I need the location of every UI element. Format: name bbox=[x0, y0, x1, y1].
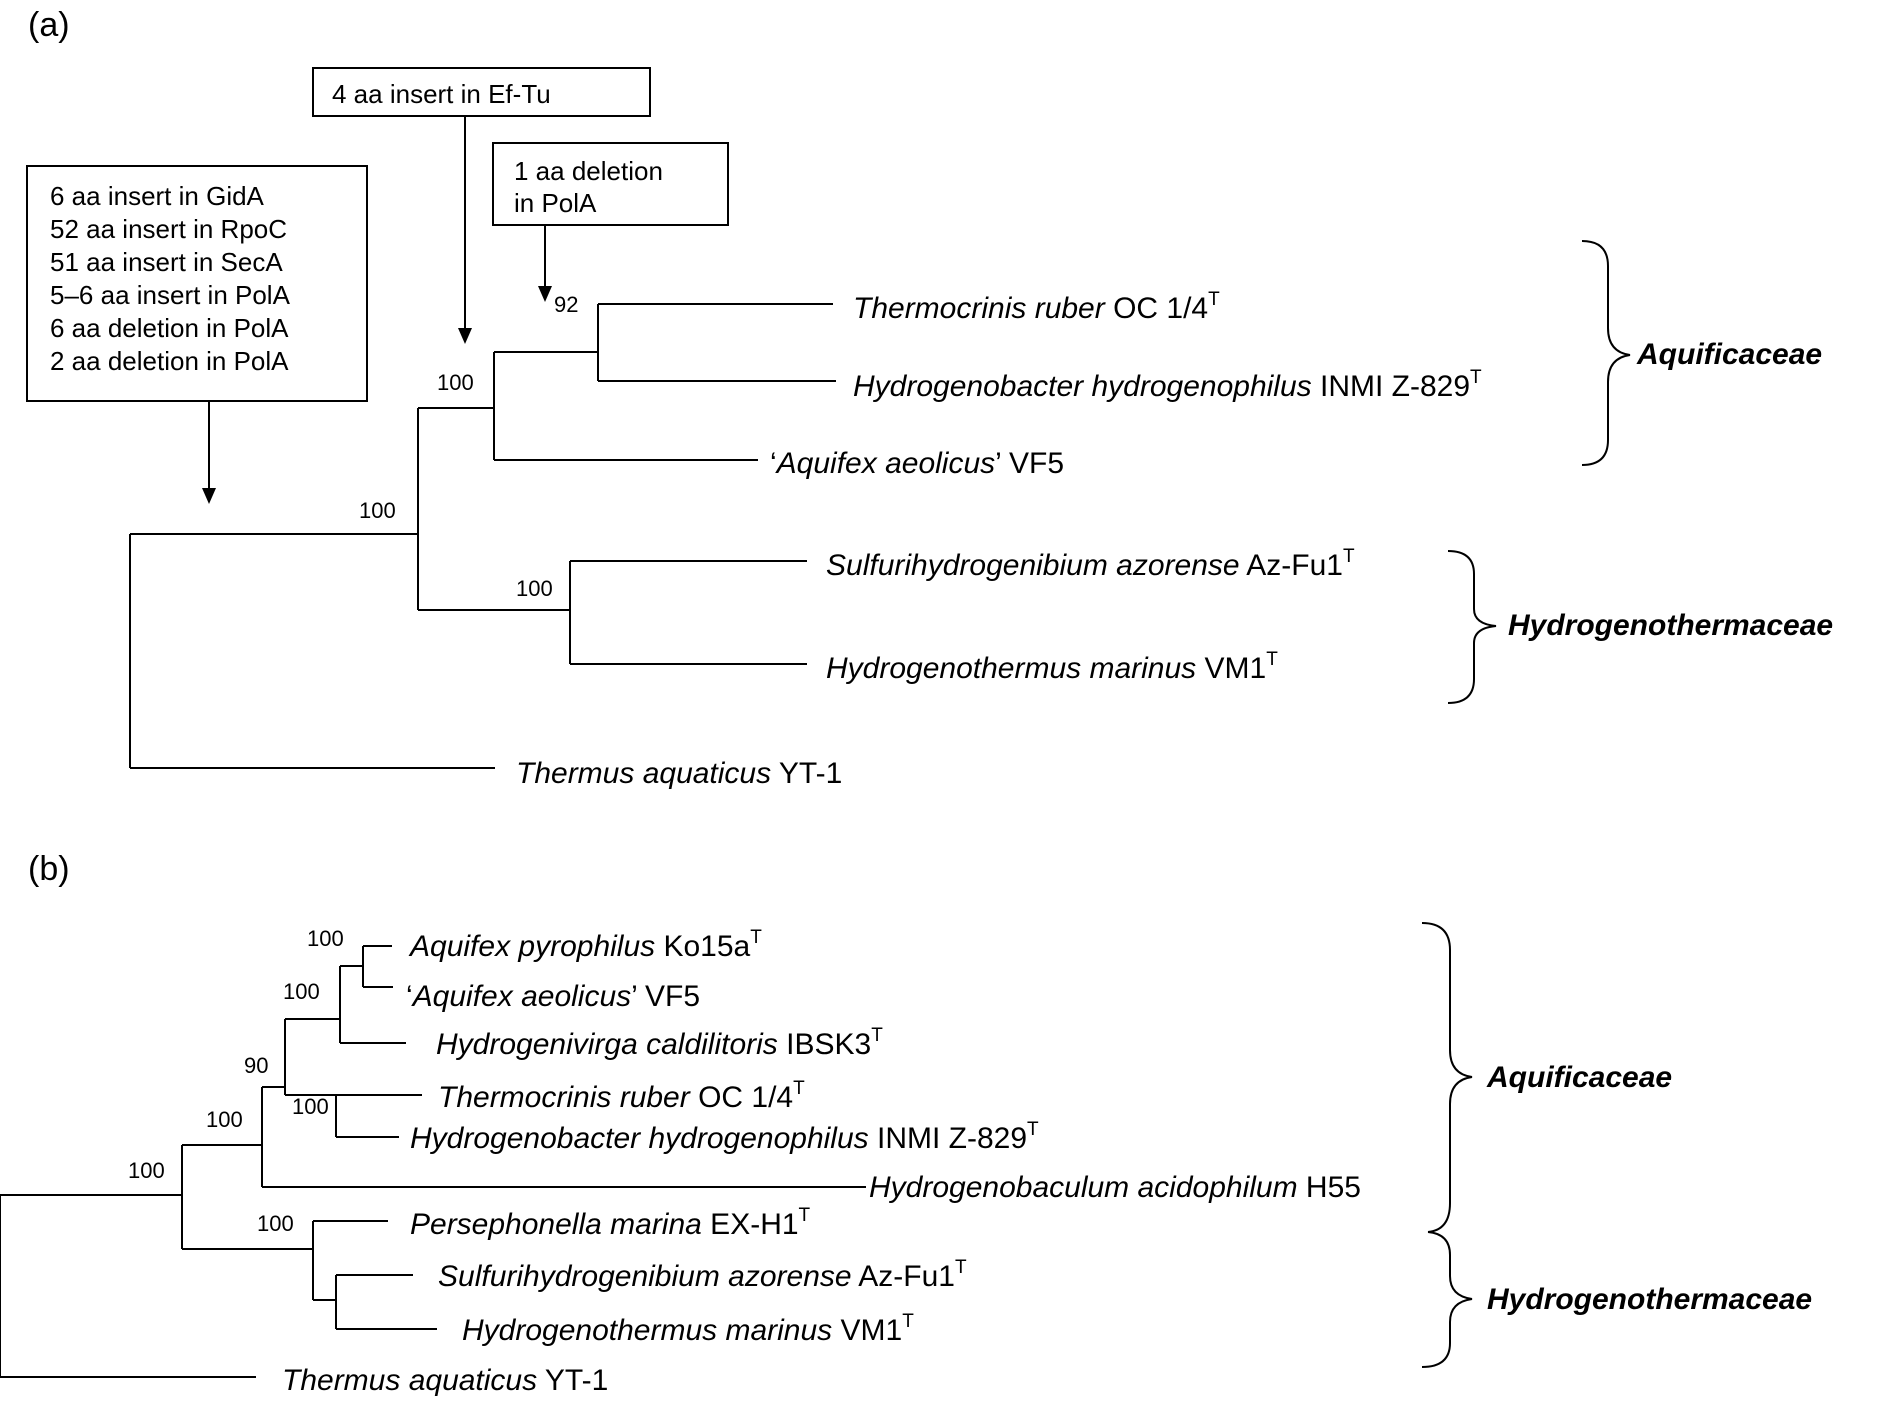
bootstrap-a-root: 100 bbox=[359, 498, 396, 523]
bootstrap-b-thermocrinis-pair: 100 bbox=[292, 1094, 329, 1119]
bootstrap-b-aquifex-clade: 100 bbox=[283, 979, 320, 1004]
bootstrap-a-92: 92 bbox=[554, 292, 578, 317]
bootstrap-a-aquificaceae: 100 bbox=[437, 370, 474, 395]
brace-a-hydrogenothermaceae bbox=[1447, 550, 1497, 704]
taxon-b-persephonella-marina: Persephonella marina EX-H1T bbox=[410, 1205, 811, 1241]
panel-b-label: (b) bbox=[28, 850, 70, 888]
tree-b-branches bbox=[0, 945, 866, 1378]
box-multi-line-1: 6 aa insert in GidA bbox=[50, 181, 265, 211]
taxon-b-hydrogenobaculum-acidophilum: Hydrogenobaculum acidophilum H55 bbox=[869, 1171, 1361, 1204]
taxon-b-thermocrinis-ruber: Thermocrinis ruber OC 1/4T bbox=[438, 1078, 805, 1114]
taxon-b-thermus-aquaticus: Thermus aquaticus YT-1 bbox=[282, 1364, 608, 1397]
bootstrap-b-aquificaceae: 100 bbox=[206, 1107, 243, 1132]
arrow-ef-tu bbox=[458, 116, 472, 344]
bootstrap-b-90: 90 bbox=[244, 1053, 268, 1078]
bootstrap-a-hydrogenothermaceae: 100 bbox=[516, 576, 553, 601]
box-ef-tu: 4 aa insert in Ef-Tu bbox=[312, 67, 651, 117]
panel-a-label: (a) bbox=[28, 6, 70, 44]
family-b-hydrogenothermaceae: Hydrogenothermaceae bbox=[1487, 1283, 1812, 1316]
taxon-a-thermocrinis-ruber: Thermocrinis ruber OC 1/4T bbox=[853, 289, 1220, 325]
taxon-b-hydrogenivirga-caldilitoris: Hydrogenivirga caldilitoris IBSK3T bbox=[436, 1025, 883, 1061]
family-b-aquificaceae: Aquificaceae bbox=[1486, 1061, 1672, 1094]
arrow-pola bbox=[538, 225, 552, 302]
taxon-b-hydrogenothermus-marinus: Hydrogenothermus marinus VM1T bbox=[462, 1311, 914, 1347]
bootstrap-b-root: 100 bbox=[128, 1158, 165, 1183]
box-multi-line-3: 51 aa insert in SecA bbox=[50, 247, 283, 277]
brace-b-aquificaceae bbox=[1421, 922, 1473, 1233]
taxon-a-sulfurihydrogenibium-azorense: Sulfurihydrogenibium azorense Az-Fu1T bbox=[826, 546, 1355, 582]
box-pola-line-1: 1 aa deletion bbox=[514, 156, 663, 186]
taxon-a-hydrogenothermus-marinus: Hydrogenothermus marinus VM1T bbox=[826, 649, 1278, 685]
taxon-a-thermus-aquaticus: Thermus aquaticus YT-1 bbox=[516, 757, 842, 790]
arrow-multi bbox=[202, 401, 216, 504]
box-ef-tu-line: 4 aa insert in Ef-Tu bbox=[332, 79, 551, 109]
box-multi-line-6: 2 aa deletion in PolA bbox=[50, 346, 289, 376]
brace-a-aquificaceae bbox=[1581, 240, 1631, 466]
taxon-b-sulfurihydrogenibium-azorense: Sulfurihydrogenibium azorense Az-Fu1T bbox=[438, 1257, 967, 1293]
box-multi-indels: 6 aa insert in GidA 52 aa insert in RpoC… bbox=[26, 165, 368, 402]
family-a-hydrogenothermaceae: Hydrogenothermaceae bbox=[1508, 609, 1833, 642]
family-a-aquificaceae: Aquificaceae bbox=[1636, 338, 1822, 371]
box-multi-line-4: 5–6 aa insert in PolA bbox=[50, 280, 291, 310]
bootstrap-b-hydrogenothermaceae: 100 bbox=[257, 1211, 294, 1236]
tree-a-branches bbox=[129, 303, 836, 769]
taxon-b-hydrogenobacter-hydrogenophilus: Hydrogenobacter hydrogenophilus INMI Z-8… bbox=[410, 1119, 1039, 1155]
brace-b-hydrogenothermaceae bbox=[1421, 1231, 1473, 1368]
taxon-b-aquifex-aeolicus: ‘Aquifex aeolicus’ VF5 bbox=[406, 980, 700, 1013]
taxon-a-aquifex-aeolicus: ‘Aquifex aeolicus’ VF5 bbox=[770, 447, 1064, 480]
bootstrap-b-aquifex-pair: 100 bbox=[307, 926, 344, 951]
box-pola-deletion: 1 aa deletion in PolA bbox=[492, 142, 729, 226]
box-pola-line-2: in PolA bbox=[514, 188, 597, 218]
taxon-a-hydrogenobacter-hydrogenophilus: Hydrogenobacter hydrogenophilus INMI Z-8… bbox=[853, 367, 1482, 403]
box-multi-line-2: 52 aa insert in RpoC bbox=[50, 214, 287, 244]
taxon-b-aquifex-pyrophilus: Aquifex pyrophilus Ko15aT bbox=[408, 927, 762, 963]
box-multi-line-5: 6 aa deletion in PolA bbox=[50, 313, 289, 343]
